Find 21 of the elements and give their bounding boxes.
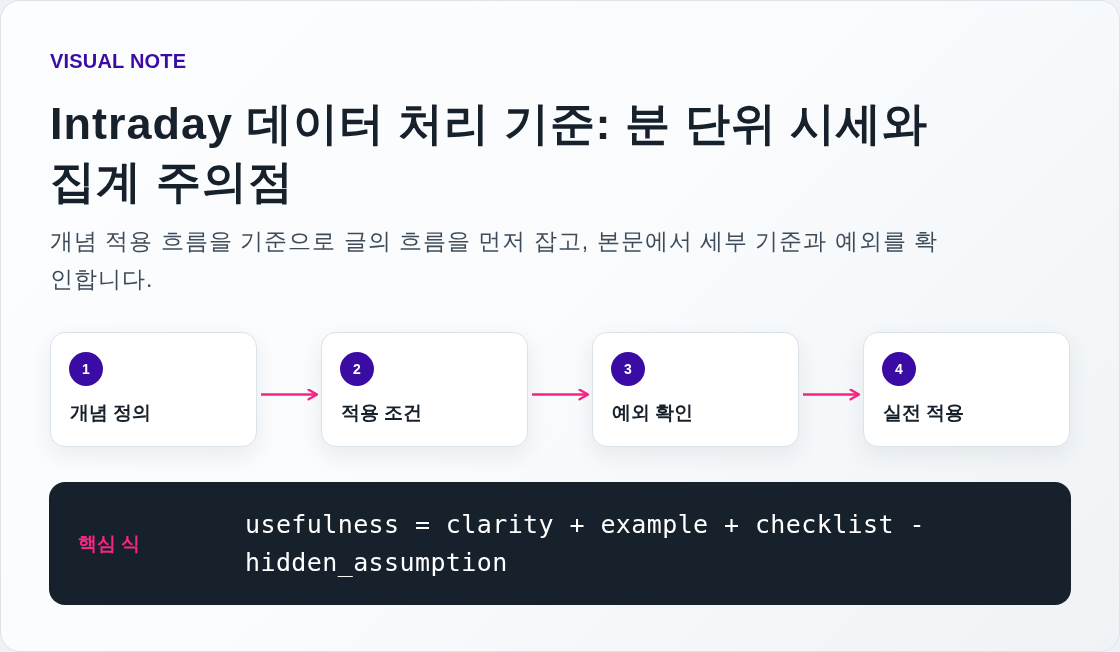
panel-label: 핵심 식 — [78, 532, 141, 556]
step-label: 적용 조건 — [341, 401, 423, 425]
step-card — [321, 332, 528, 447]
step-label: 예외 확인 — [612, 401, 694, 425]
number-badge: 3 — [611, 352, 645, 386]
step-card — [592, 332, 799, 447]
arrow — [532, 388, 590, 401]
subtitle-text: 개념 적용 흐름을 기준으로 글의 흐름을 먼저 잡고, 본문에서 세부 기준과 예외를 확인합니다. — [50, 227, 940, 294]
eyebrow-label: VISUAL NOTE — [50, 49, 187, 73]
step-card — [863, 332, 1070, 447]
number-badge: 4 — [882, 352, 916, 386]
arrow — [261, 388, 319, 401]
step-card — [50, 332, 257, 447]
number-badge: 2 — [340, 352, 374, 386]
step-label: 실전 적용 — [883, 401, 965, 425]
formula-text: usefulness = clarity + example + checklist - hidden_assumption — [245, 509, 926, 579]
formula-panel — [49, 482, 1071, 605]
number-badge: 1 — [69, 352, 103, 386]
arrow — [803, 388, 861, 401]
step-label: 개념 정의 — [70, 401, 152, 425]
heading: Intraday 데이터 처리 기준: 분 단위 시세와 집계 주의점 — [50, 97, 930, 209]
